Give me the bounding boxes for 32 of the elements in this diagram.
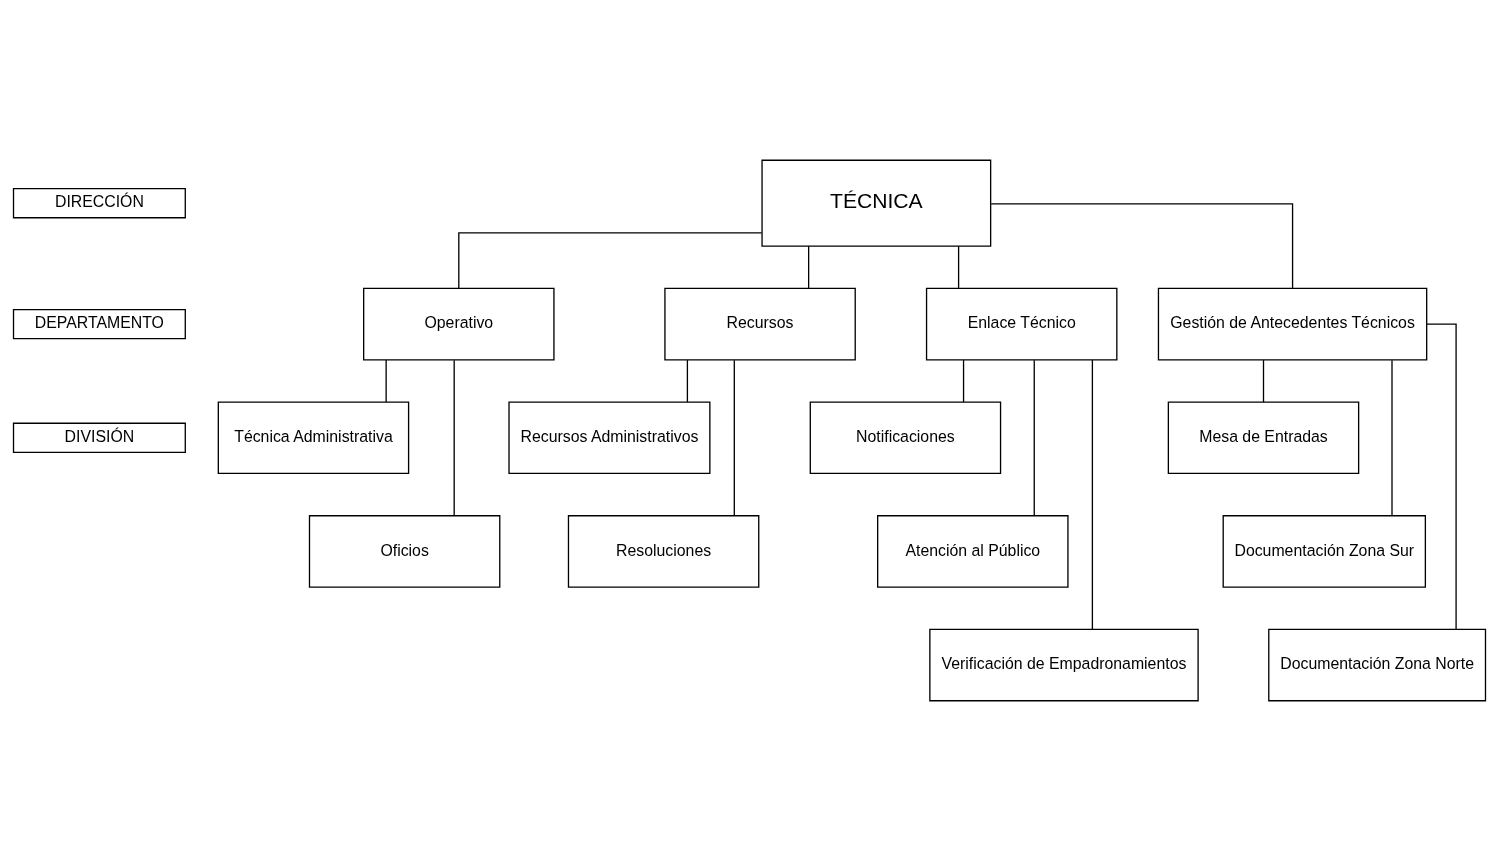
- connector: [1391, 359, 1393, 517]
- connector: [1426, 323, 1457, 630]
- node-box: Recursos: [664, 287, 856, 361]
- connector: [458, 232, 763, 289]
- node-box: Notificaciones: [809, 401, 1002, 475]
- node-box: Operativo: [363, 287, 555, 361]
- node-box: Recursos Administrativos: [508, 401, 711, 475]
- node-box: Oficios: [308, 515, 501, 588]
- node-box: Verificación de Empadronamientos: [929, 628, 1199, 702]
- connector: [385, 359, 387, 403]
- node-box: DEPARTAMENTO: [12, 308, 186, 340]
- connector: [733, 359, 735, 517]
- connector: [1091, 359, 1094, 630]
- connector: [1262, 359, 1265, 403]
- node-box: Atención al Público: [877, 515, 1069, 588]
- node-box: Documentación Zona Sur: [1222, 515, 1427, 588]
- node-box: Gestión de Antecedentes Técnicos: [1157, 287, 1428, 361]
- node-box: DIRECCIÓN: [12, 188, 186, 219]
- node-box: Mesa de Entradas: [1167, 401, 1360, 475]
- node-box: Documentación Zona Norte: [1268, 628, 1487, 702]
- connector: [962, 359, 965, 403]
- connector: [1033, 359, 1035, 517]
- connector: [990, 203, 1294, 289]
- connector: [807, 245, 810, 289]
- node-box: Enlace Técnico: [925, 287, 1118, 361]
- connector: [957, 245, 960, 289]
- node-box: Resoluciones: [567, 515, 760, 588]
- node-box: TÉCNICA: [761, 159, 992, 247]
- connector: [453, 359, 455, 517]
- node-box: DIVISIÓN: [12, 422, 186, 453]
- node-box: Técnica Administrativa: [217, 401, 410, 475]
- connector: [686, 359, 689, 403]
